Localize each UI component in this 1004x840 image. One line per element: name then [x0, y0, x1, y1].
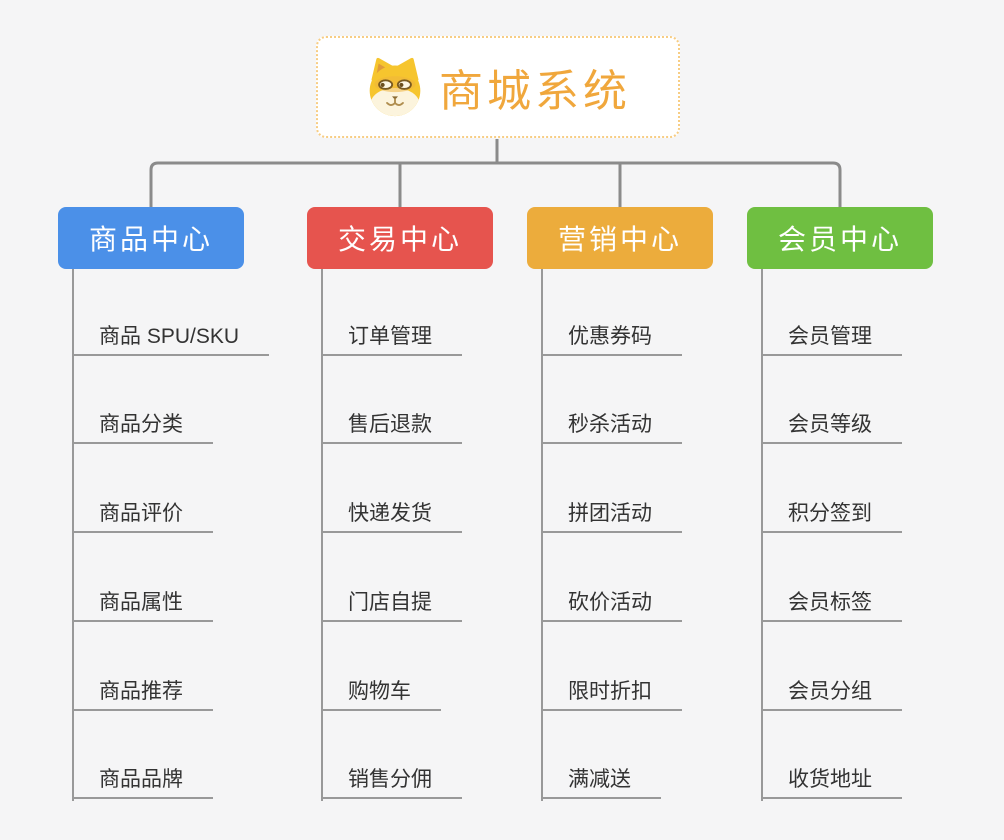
- branch-trunk: [72, 269, 74, 801]
- doge-icon: [369, 57, 421, 117]
- leaf-node[interactable]: 购物车: [322, 677, 441, 711]
- leaf-node[interactable]: 商品推荐: [73, 677, 213, 711]
- leaf-node[interactable]: 限时折扣: [542, 677, 682, 711]
- leaf-node[interactable]: 商品属性: [73, 588, 213, 622]
- leaf-node[interactable]: 商品评价: [73, 499, 213, 533]
- branch-node-member[interactable]: 会员中心: [747, 207, 933, 269]
- root-node[interactable]: 商城系统: [316, 36, 680, 138]
- branch-trunk: [541, 269, 543, 801]
- branch-trade: 交易中心 订单管理 售后退款 快递发货 门店自提 购物车 销售分佣: [307, 0, 557, 840]
- branch-node-marketing[interactable]: 营销中心: [527, 207, 713, 269]
- leaf-node[interactable]: 收货地址: [762, 765, 902, 799]
- leaf-node[interactable]: 会员等级: [762, 410, 902, 444]
- leaf-node[interactable]: 会员管理: [762, 322, 902, 356]
- branch-member: 会员中心 会员管理 会员等级 积分签到 会员标签 会员分组 收货地址: [747, 0, 997, 840]
- leaf-node[interactable]: 会员分组: [762, 677, 902, 711]
- leaf-node[interactable]: 会员标签: [762, 588, 902, 622]
- branch-node-trade[interactable]: 交易中心: [307, 207, 493, 269]
- leaf-node[interactable]: 商品品牌: [73, 765, 213, 799]
- leaf-node[interactable]: 订单管理: [322, 322, 462, 356]
- leaf-node[interactable]: 商品分类: [73, 410, 213, 444]
- leaf-node[interactable]: 商品 SPU/SKU: [73, 322, 270, 356]
- leaf-node[interactable]: 售后退款: [322, 410, 462, 444]
- leaf-node[interactable]: 销售分佣: [322, 765, 462, 799]
- leaf-node[interactable]: 优惠券码: [542, 322, 682, 356]
- leaf-node[interactable]: 快递发货: [322, 499, 462, 533]
- leaf-node[interactable]: 积分签到: [762, 499, 902, 533]
- branch-goods: 商品中心 商品 SPU/SKU 商品分类 商品评价 商品属性 商品推荐 商品品牌: [58, 0, 308, 840]
- leaf-node[interactable]: 门店自提: [322, 588, 462, 622]
- branch-trunk: [321, 269, 323, 801]
- leaf-node[interactable]: 拼团活动: [542, 499, 682, 533]
- branch-node-goods[interactable]: 商品中心: [58, 207, 244, 269]
- leaf-node[interactable]: 砍价活动: [542, 588, 682, 622]
- branch-trunk: [761, 269, 763, 801]
- leaf-node[interactable]: 秒杀活动: [542, 410, 682, 444]
- branch-marketing: 营销中心 优惠券码 秒杀活动 拼团活动 砍价活动 限时折扣 满减送: [527, 0, 777, 840]
- leaf-node[interactable]: 满减送: [542, 765, 661, 799]
- root-title: 商城系统: [439, 67, 631, 116]
